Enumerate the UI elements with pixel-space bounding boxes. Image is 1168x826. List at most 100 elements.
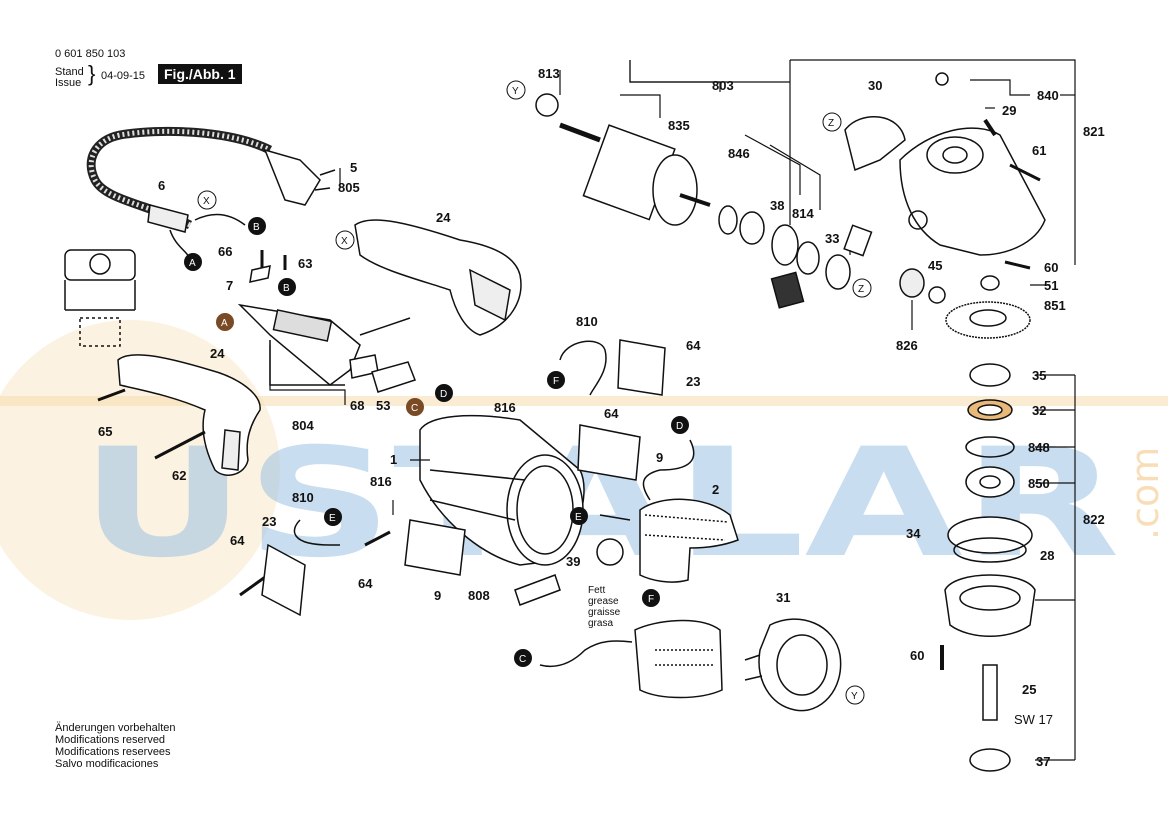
watermark-band: [0, 396, 1168, 406]
bubble-d-wire: D: [671, 416, 689, 434]
callout-813: 813: [538, 66, 560, 81]
callout-7: 7: [226, 278, 233, 293]
svg-text:Y: Y: [851, 691, 858, 702]
svg-text:Z: Z: [828, 118, 834, 129]
callout-66: 66: [218, 244, 232, 259]
svg-text:Y: Y: [512, 86, 519, 97]
callout-1: 1: [390, 452, 397, 467]
callout-840: 840: [1037, 88, 1059, 103]
guard-31: [744, 618, 842, 712]
callout-846: 846: [728, 146, 750, 161]
spindle-stack: [940, 363, 1036, 772]
callout-64-left: 64: [230, 533, 245, 548]
svg-text:A: A: [189, 258, 196, 269]
armature: [535, 93, 711, 226]
callout-808: 808: [468, 588, 490, 603]
callout-816-top: 816: [494, 400, 516, 415]
callout-851: 851: [1044, 298, 1066, 313]
svg-text:graisse: graisse: [588, 607, 621, 618]
callout-60-bottom: 60: [910, 648, 924, 663]
callout-850: 850: [1028, 476, 1050, 491]
callout-30: 30: [868, 78, 882, 93]
callout-29: 29: [1002, 103, 1016, 118]
callout-835: 835: [668, 118, 690, 133]
power-cord: [86, 126, 336, 259]
brush-holders: [261, 339, 666, 617]
bubble-y-guard: Y: [845, 685, 865, 705]
svg-text:F: F: [553, 376, 559, 387]
svg-text:grasa: grasa: [588, 618, 613, 629]
callout-826: 826: [896, 338, 918, 353]
bubble-e-left: E: [324, 508, 342, 526]
svg-text:grease: grease: [588, 596, 619, 607]
switch-schematic: [64, 249, 136, 347]
bubble-z-814: Z: [852, 278, 872, 298]
stand-label: Stand: [55, 66, 84, 78]
handle-rear-top: [354, 219, 522, 336]
wires: [293, 340, 695, 667]
part-callouts: 813 803 835 846 38 814 33 30 840 29 821 …: [98, 66, 1105, 769]
note-en: Modifications reserved: [55, 734, 166, 746]
bubble-a-cord: A: [184, 253, 202, 271]
bubble-c-switch: C: [406, 398, 424, 416]
handle-side: [117, 354, 261, 476]
callout-65: 65: [98, 424, 112, 439]
callout-821: 821: [1083, 124, 1105, 139]
callout-9-top: 9: [656, 450, 663, 465]
callout-sw17: SW 17: [1014, 712, 1053, 727]
callout-814: 814: [792, 206, 814, 221]
callout-62: 62: [172, 468, 186, 483]
callout-32: 32: [1032, 403, 1046, 418]
callout-822: 822: [1083, 512, 1105, 527]
brace-icon: }: [88, 61, 96, 86]
svg-text:Fett: Fett: [588, 585, 605, 596]
callout-6: 6: [158, 178, 165, 193]
callout-848: 848: [1028, 440, 1050, 455]
issue-date: 04-09-15: [101, 70, 146, 82]
callout-60-top: 60: [1044, 260, 1058, 275]
callout-810-top: 810: [576, 314, 598, 329]
svg-text:E: E: [575, 512, 582, 523]
bubble-b-cord: B: [248, 217, 266, 235]
bubble-z-30: Z: [822, 112, 842, 132]
callout-64-mid: 64: [604, 406, 619, 421]
note-fr: Modifications reservees: [55, 746, 171, 758]
svg-text:C: C: [519, 654, 526, 665]
callout-28: 28: [1040, 548, 1054, 563]
callout-63: 63: [298, 256, 312, 271]
svg-text:D: D: [440, 389, 447, 400]
bevel-gear: [945, 301, 1031, 339]
watermark-side-text: .com: [1123, 447, 1167, 540]
callout-64-top: 64: [686, 338, 701, 353]
callout-31: 31: [776, 590, 790, 605]
gear-head: [844, 72, 1046, 304]
callout-34: 34: [906, 526, 921, 541]
bubble-y-top: Y: [506, 80, 526, 100]
callout-61: 61: [1032, 143, 1046, 158]
switch-assembly: [237, 303, 416, 393]
svg-text:B: B: [253, 222, 260, 233]
note-de: Änderungen vorbehalten: [55, 722, 176, 734]
grease-note: Fett grease graisse grasa: [588, 585, 621, 629]
callout-805: 805: [338, 180, 360, 195]
callout-33: 33: [825, 231, 839, 246]
leader-lines: [269, 59, 1076, 761]
reference-bubbles: Y Z Z X X Y B A B A D C F D E E F C: [184, 80, 872, 705]
callout-24-top: 24: [436, 210, 451, 225]
svg-text:C: C: [411, 403, 418, 414]
callout-51: 51: [1044, 278, 1058, 293]
bubble-f-810: F: [547, 371, 565, 389]
callout-45: 45: [928, 258, 942, 273]
bubble-b-switch: B: [278, 278, 296, 296]
callout-25: 25: [1022, 682, 1036, 697]
callout-9-bottom: 9: [434, 588, 441, 603]
svg-text:X: X: [203, 196, 210, 207]
svg-text:F: F: [648, 594, 654, 605]
callout-5: 5: [350, 160, 357, 175]
callout-23-top: 23: [686, 374, 700, 389]
callout-64-bottom: 64: [358, 576, 373, 591]
svg-text:X: X: [341, 236, 348, 247]
callout-39: 39: [566, 554, 580, 569]
callout-2: 2: [712, 482, 719, 497]
callout-810-left: 810: [292, 490, 314, 505]
